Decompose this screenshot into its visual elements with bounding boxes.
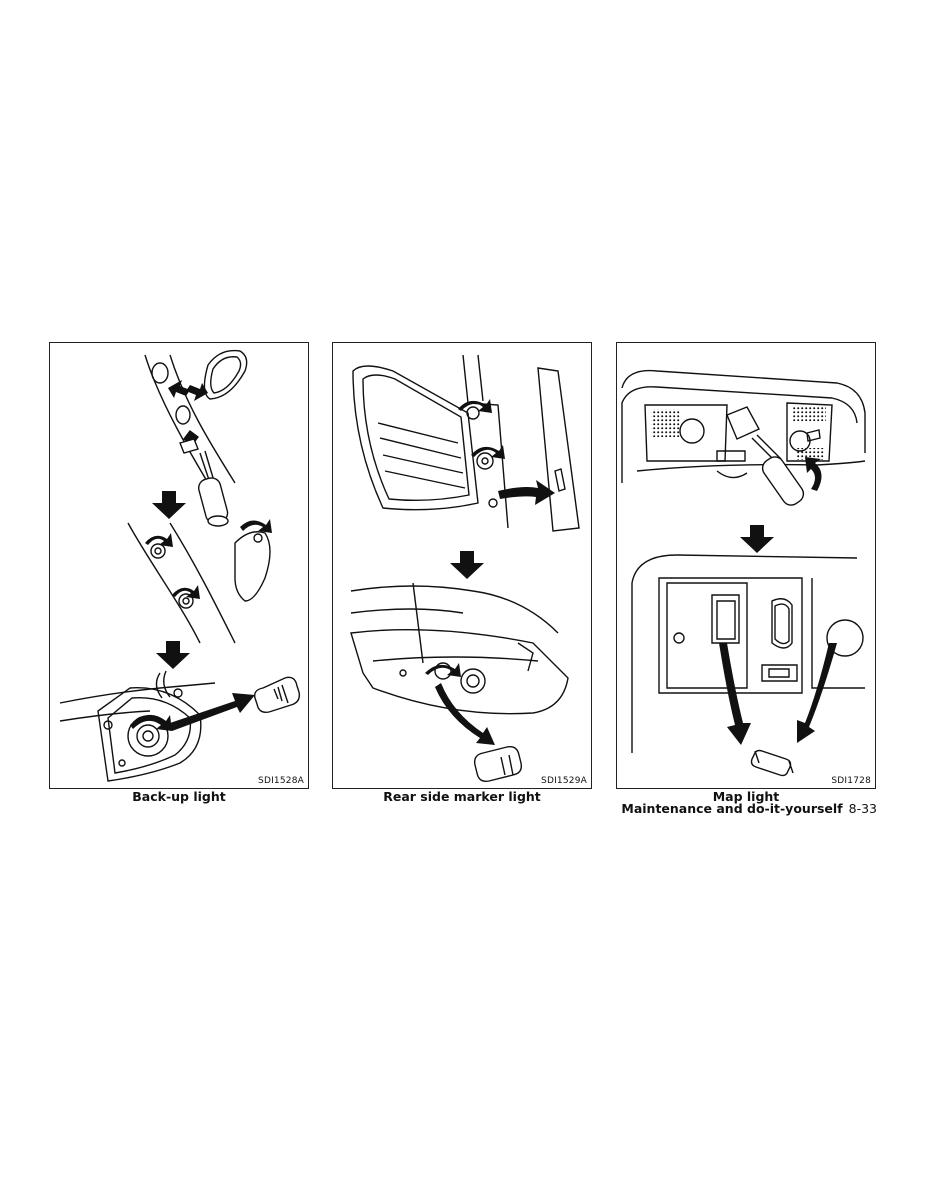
figure-backup-light: SDI1528A bbox=[49, 342, 309, 789]
figure-rear-side-marker-light: SDI1529A bbox=[332, 342, 592, 789]
figure-map-light: SDI1728 bbox=[616, 342, 876, 789]
rear-side-marker-illustration bbox=[350, 354, 580, 783]
caption-rear-side-marker-light: Rear side marker light bbox=[383, 789, 541, 804]
map-light-illustration bbox=[621, 369, 866, 777]
caption-backup-light: Back-up light bbox=[132, 789, 226, 804]
figure-code: SDI1529A bbox=[541, 776, 587, 786]
figure-code: SDI1728 bbox=[831, 776, 871, 786]
caption-map-light: Map light bbox=[712, 789, 780, 804]
footer-section-title: Maintenance and do-it-yourself bbox=[621, 801, 843, 816]
figure-code: SDI1528A bbox=[258, 776, 304, 786]
backup-light-illustration bbox=[59, 349, 301, 782]
page-number: 8-33 bbox=[848, 801, 877, 816]
page-footer: Maintenance and do-it-yourself 8-33 bbox=[621, 801, 877, 816]
